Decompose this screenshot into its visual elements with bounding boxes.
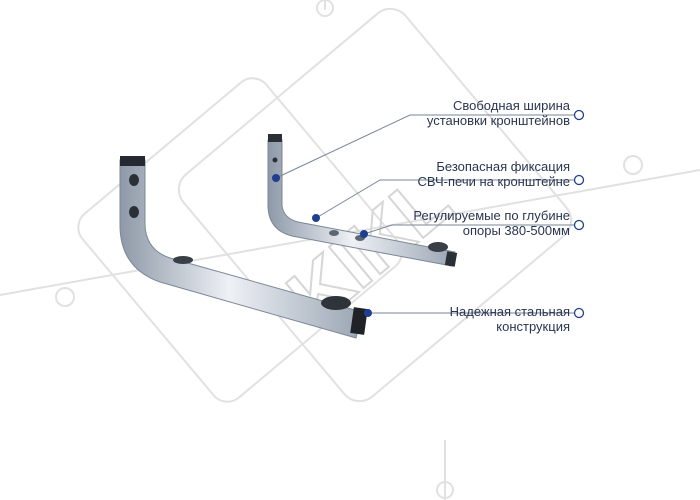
callout-markers	[272, 174, 372, 317]
callout-text-line2: опоры 380-500мм	[462, 223, 570, 238]
callout-safe-fixation: Безопасная фиксация СВЧ-печи на кронштей…	[418, 159, 570, 189]
callout-leaders	[275, 114, 575, 314]
callout-text-line1: Свободная ширина	[452, 98, 570, 113]
callout-free-width: Свободная ширина установки кронштейнов	[427, 98, 570, 128]
callout-adjustable-depth: Регулируемые по глубине опоры 380-500мм	[413, 208, 570, 238]
callout-text-line2: конструкция	[496, 319, 570, 334]
callout-text-line1: Безопасная фиксация	[436, 159, 570, 174]
callout-end-rings	[573, 109, 585, 319]
front-bracket	[119, 156, 368, 339]
callout-steel-construction: Надежная стальная конструкция	[450, 304, 570, 334]
callout-text-line1: Надежная стальная	[449, 304, 570, 319]
callout-text-line2: установки кронштейнов	[426, 113, 570, 128]
callout-text-line2: СВЧ-печи на кронштейне	[417, 174, 570, 189]
callout-text-line1: Регулируемые по глубине	[413, 208, 570, 223]
